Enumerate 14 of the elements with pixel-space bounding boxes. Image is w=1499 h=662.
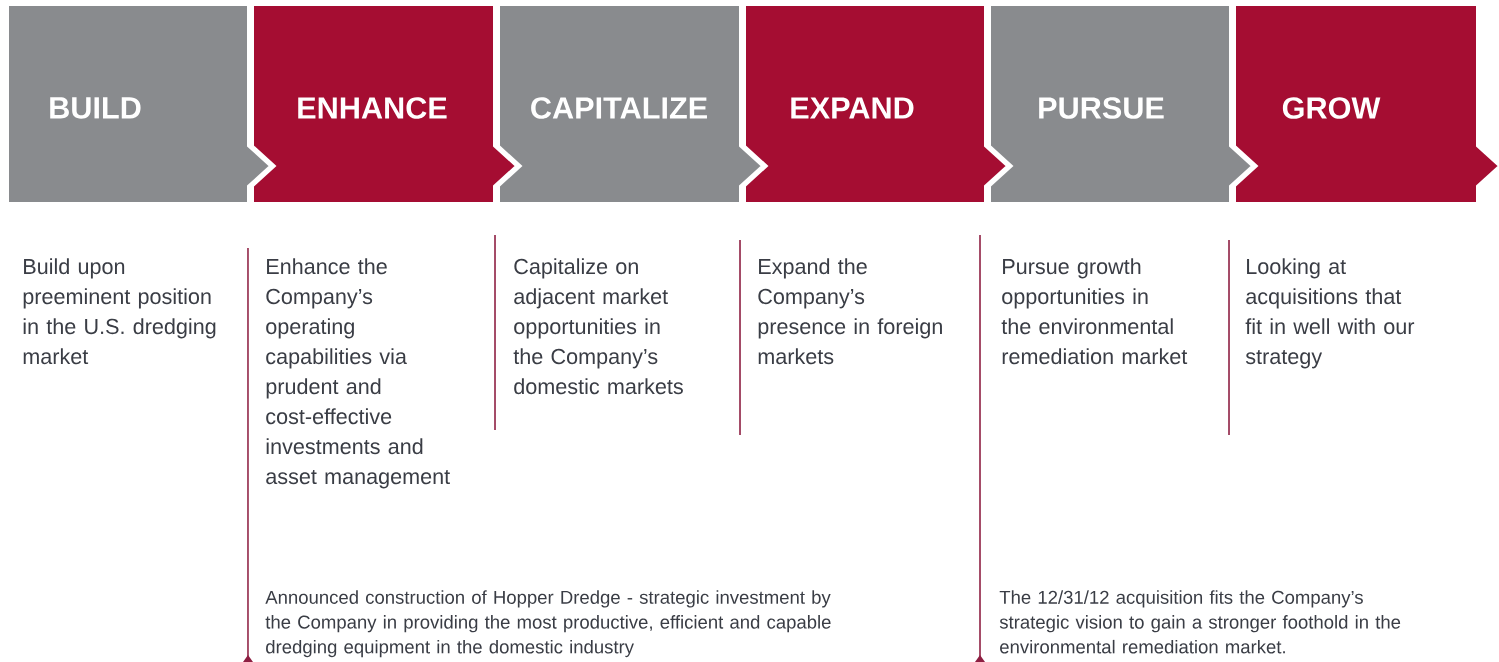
description-text: Looking at acquisitions that fit in well with our strategy xyxy=(1245,258,1415,369)
description-text: Build upon preeminent position in the U.S. dredging market xyxy=(23,258,216,365)
step-band: CAPITALIZE xyxy=(498,4,764,204)
step-band: EXPAND xyxy=(744,4,1009,204)
description-text: Expand the Company’s presence in foreign markets xyxy=(758,258,942,365)
step-band: BUILD xyxy=(7,4,272,204)
step-band: PURSUE xyxy=(989,4,1254,204)
description-text: Enhance the Company’s operating capabilities via prudent and cost-effective investments and asset management xyxy=(266,258,450,489)
step-band: GROW xyxy=(1234,4,1499,204)
note-text: Announced construction of Hopper Dredge - strategic investment by the Company in providing the most productive, efficient and capable dredging equipment in the domestic industry xyxy=(265,590,831,658)
description-text: Capitalize on adjacent market opportunities in the Company’s domestic markets xyxy=(513,258,683,395)
step-band: ENHANCE xyxy=(252,4,518,204)
description-text: Pursue growth opportunities in the environmental remediation market xyxy=(1001,258,1188,365)
note-text: The 12/31/12 acquisition fits the Company’s strategic vision to gain a stronger foothold in the environmental remediation market. xyxy=(999,590,1401,654)
